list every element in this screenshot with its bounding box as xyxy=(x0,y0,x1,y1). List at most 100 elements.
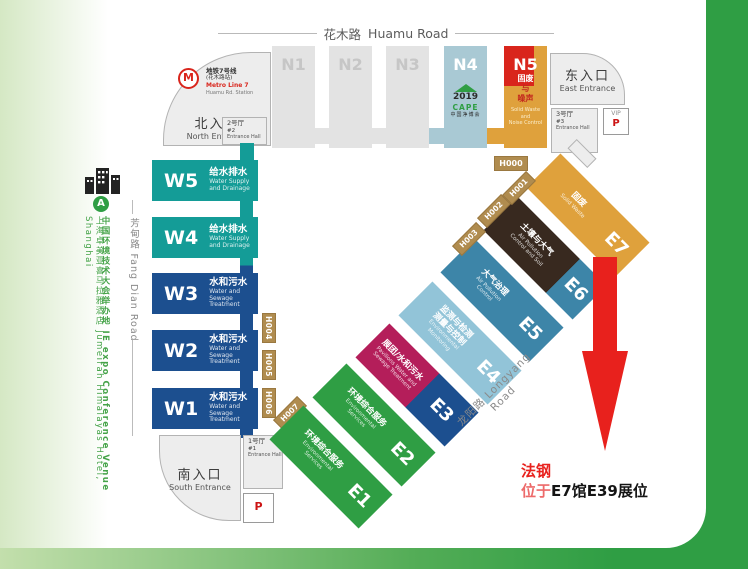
hall-n5-text: 固废 与 噪声 Solid Waste and Noise Control xyxy=(504,74,547,127)
n5-en3: Noise Control xyxy=(508,120,543,126)
metro-info: 地铁7号线 (花木路站) Metro Line 7 Huamu Rd. Stat… xyxy=(206,67,253,96)
locator-arrow-head xyxy=(582,351,628,451)
hall-w1: W1 水和污水 Water and Sewage Treatment xyxy=(152,388,258,429)
w4-zh: 给水排水 xyxy=(209,224,248,236)
booth-annotation: 法钢 位于E7馆E39展位 xyxy=(521,461,648,502)
corridor-h005: H005 xyxy=(262,350,276,380)
hall-w3: W3 水和污水 Water and Sewage Treatment xyxy=(152,273,258,314)
hall1-num: #1 xyxy=(248,445,257,452)
road-huamu: 花木路 Huamu Road xyxy=(218,24,554,43)
hall-n5: N5 固废 与 噪声 Solid Waste and Noise Control xyxy=(504,46,547,148)
hall3-en: Entrance Hall xyxy=(556,125,590,132)
hall-n3-label: N3 xyxy=(395,55,420,74)
hall-w2-label: W2 xyxy=(164,339,199,362)
w3-zh: 水和污水 xyxy=(209,276,248,288)
hall-n2: N2 xyxy=(329,46,372,148)
south-entrance-en: South Entrance xyxy=(169,483,231,492)
corridor-h000: H000 xyxy=(494,156,528,171)
hall3-zh: 3号厅 xyxy=(556,110,574,118)
vip-parking-icon: P xyxy=(612,117,620,129)
cape-year: 2019 xyxy=(452,92,479,102)
road-huamu-en: Huamu Road xyxy=(368,26,449,41)
locator-arrow-shaft xyxy=(593,257,617,353)
connector-n4-n5 xyxy=(486,128,504,144)
w4-en2: and Drainage xyxy=(209,241,250,249)
hall3-num: #3 xyxy=(556,118,565,125)
connector-w4-w3 xyxy=(240,254,253,277)
e6-en1: Air Pollution xyxy=(516,231,545,260)
annotation-location: E7馆E39展位 xyxy=(551,482,648,501)
w2-zh: 水和污水 xyxy=(209,333,248,345)
road-line-left xyxy=(218,33,317,34)
road-fangdian-zh: 芳甸路 xyxy=(128,218,139,250)
hall1-zh: 1号厅 xyxy=(248,437,266,445)
hall-n4: N4 2019 CAPE 中国净博会 xyxy=(444,46,487,148)
map-marker-a: A xyxy=(93,196,109,212)
w3-en2: Sewage Treatment xyxy=(209,294,240,309)
cape-2019-logo: 2019 CAPE 中国净博会 xyxy=(444,84,487,118)
hall-w5: W5 给水排水 Water Supply and Drainage xyxy=(152,160,258,201)
connector-w5-w4 xyxy=(240,196,253,221)
w2-en1: Water and xyxy=(209,344,241,352)
hall-w4-label: W4 xyxy=(164,226,199,249)
corridor-h006: H006 xyxy=(262,388,276,418)
w5-en2: and Drainage xyxy=(209,184,250,192)
n5-en1: Solid Waste xyxy=(510,107,541,113)
hall-w4: W4 给水排水 Water Supply and Drainage xyxy=(152,217,258,258)
road-fangdian-en: Fang Dian Road xyxy=(128,253,139,342)
hall-n4-label: N4 xyxy=(453,55,478,74)
hall-n1: N1 xyxy=(272,46,315,148)
annotation-company: 法钢 xyxy=(521,462,552,480)
hall2-zh: 2号厅 xyxy=(227,119,245,127)
east-entrance-zh: 东入口 xyxy=(564,69,610,84)
metro-line-en: Metro Line 7 xyxy=(206,82,249,89)
annotation-prefix: 位于 xyxy=(521,482,552,501)
hall-w2: W2 水和污水 Water and Sewage Treatment xyxy=(152,330,258,371)
map-card: 花木路 Huamu Road M 地铁7号线 (花木路站) Metro Line… xyxy=(0,0,650,548)
n5-en2: and xyxy=(520,113,531,120)
hall-n3: N3 xyxy=(386,46,429,148)
vip-parking: VIP P xyxy=(603,108,629,135)
w1-zh: 水和污水 xyxy=(209,391,248,403)
hotel-vertical-text: 上海卓美亚喜马拉雅酒店 Jumeirah Himalayas Hotel, Sh… xyxy=(83,216,104,481)
south-entrance-zh: 南入口 xyxy=(177,468,223,483)
n5-zh2: 与 xyxy=(521,84,530,93)
connector-n3-n4 xyxy=(427,128,444,144)
fangdian-road-line-bottom xyxy=(132,340,133,436)
connector-n1-n2 xyxy=(313,128,329,144)
entrance-hall-2: 2号厅 #2 Entrance Hall xyxy=(222,117,267,145)
cape-subtitle: 中国净博会 xyxy=(450,111,481,118)
road-line-right xyxy=(455,33,554,34)
corridor-h004: H004 xyxy=(262,313,276,343)
south-parking-icon: P xyxy=(243,493,274,523)
w1-en2: Sewage Treatment xyxy=(209,409,240,424)
hall2-num: #2 xyxy=(227,127,236,134)
connector-w2-w1 xyxy=(240,367,253,392)
hall-n1-label: N1 xyxy=(281,55,306,74)
cape-house-icon xyxy=(454,84,477,92)
cape-name: CAPE xyxy=(452,102,479,112)
connector-hall2-w5 xyxy=(240,143,254,163)
hall-n5-label: N5 xyxy=(513,55,538,74)
left-gradient xyxy=(0,0,108,548)
n5-zh1: 固废 xyxy=(517,74,534,83)
w3-en1: Water and xyxy=(209,287,241,295)
hall-n2-label: N2 xyxy=(338,55,363,74)
w1-en1: Water and xyxy=(209,402,241,410)
hall2-en: Entrance Hall xyxy=(227,134,261,141)
east-entrance: 东入口 East Entrance xyxy=(550,53,625,105)
south-entrance: 南入口 South Entrance xyxy=(159,435,241,521)
road-fangdian: 芳甸路 Fang Dian Road xyxy=(126,218,140,342)
connector-n2-n3 xyxy=(370,128,386,144)
hall-w1-label: W1 xyxy=(164,397,199,420)
metro-line-zh: 地铁7号线 xyxy=(206,67,237,75)
north-entrance-en: North Entrance xyxy=(186,132,248,141)
hotel-buildings-icon xyxy=(84,165,122,199)
w5-en1: Water Supply xyxy=(209,178,250,186)
hall-w3-label: W3 xyxy=(164,282,199,305)
w4-en1: Water Supply xyxy=(209,235,250,243)
hall1-en: Entrance Hall xyxy=(248,452,282,459)
w2-en2: Sewage Treatment xyxy=(209,351,240,366)
n5-zh3: 噪声 xyxy=(517,94,534,103)
